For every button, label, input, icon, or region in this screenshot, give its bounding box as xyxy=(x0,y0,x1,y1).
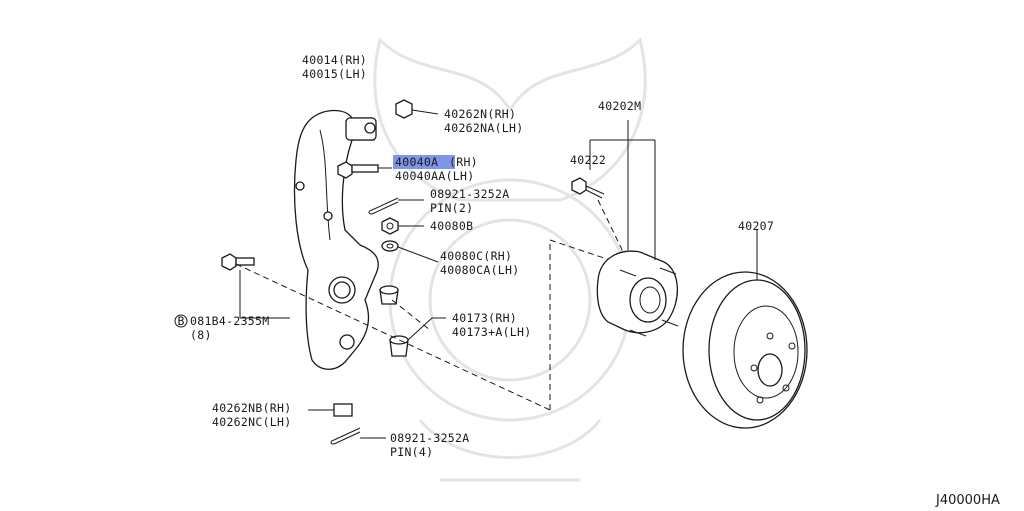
label-pin-top: 08921-3252A xyxy=(430,187,509,201)
washer-40080c-icon xyxy=(381,240,439,263)
label-40080b: 40080B xyxy=(430,219,473,233)
label-081b4-qty: (8) xyxy=(190,328,212,342)
label-40262nb: 40262NB(RH) xyxy=(212,401,291,415)
highlight-box xyxy=(393,155,455,169)
circled-b-icon xyxy=(174,314,188,328)
cotter-pin-top-icon xyxy=(368,197,424,215)
label-40202m: 40202M xyxy=(598,99,641,113)
label-40173: 40173(RH) xyxy=(452,311,517,325)
top-nut-icon xyxy=(395,99,439,119)
label-40040aa: 40040AA(LH) xyxy=(395,169,474,183)
cotter-pin-bottom-icon xyxy=(330,427,386,445)
brake-rotor xyxy=(682,230,808,429)
side-bolt-icon xyxy=(221,253,290,319)
label-081b4: 081B4-2355M xyxy=(190,314,269,328)
diagram-code: J40000HA xyxy=(935,493,1000,508)
bushing-icon xyxy=(379,285,446,357)
steering-knuckle xyxy=(293,109,379,370)
label-40207: 40207 xyxy=(738,219,774,233)
label-40262nc: 40262NC(LH) xyxy=(212,415,291,429)
label-40262na: 40262NA(LH) xyxy=(444,121,523,135)
label-40040a: 40040A xyxy=(395,155,438,169)
upper-bolt-icon xyxy=(337,161,392,179)
label-40040a-suffix: (RH) xyxy=(449,155,478,169)
label-40080ca: 40080CA(LH) xyxy=(440,263,519,277)
leader-lines xyxy=(235,199,627,411)
label-pin-bottom-qty: PIN(4) xyxy=(390,445,433,459)
label-40222: 40222 xyxy=(570,153,606,167)
hub-bolt-icon xyxy=(571,177,605,199)
label-circled-b: B xyxy=(178,314,185,328)
label-40014: 40014(RH) xyxy=(302,53,367,67)
bottom-nut-icon xyxy=(308,403,353,417)
label-40080c: 40080C(RH) xyxy=(440,249,512,263)
washer-40080b-icon xyxy=(381,217,424,235)
label-pin-bottom: 08921-3252A xyxy=(390,431,469,445)
label-40015: 40015(LH) xyxy=(302,67,367,81)
hub-assembly xyxy=(589,120,679,337)
label-40173a: 40173+A(LH) xyxy=(452,325,531,339)
part-labels: 40014(RH) 40015(LH) 40262N(RH) 40262NA(L… xyxy=(174,53,1000,508)
label-40262n: 40262N(RH) xyxy=(444,107,516,121)
label-pin-top-qty: PIN(2) xyxy=(430,201,473,215)
